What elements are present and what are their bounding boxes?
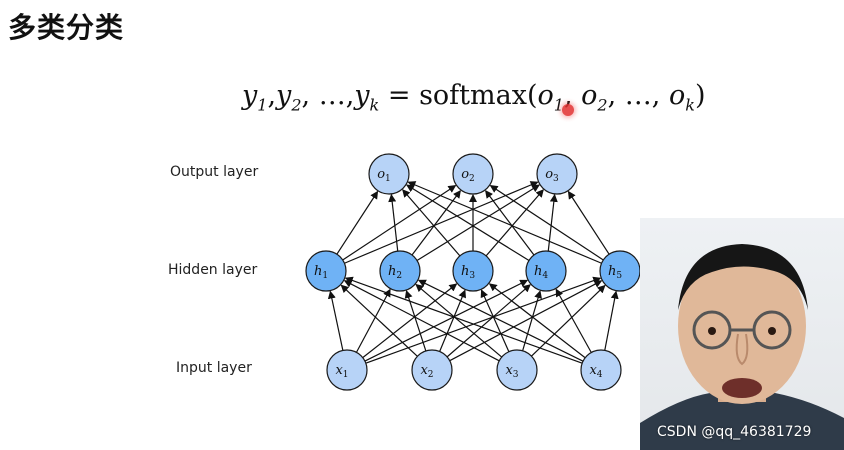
edge-x4-h1 <box>344 276 583 364</box>
output-node-circle <box>368 153 410 195</box>
edge-h3-o3 <box>485 189 544 257</box>
input-node-1: x1 <box>326 349 368 391</box>
edge-x2-h1 <box>340 284 418 357</box>
input-node-circle <box>580 349 622 391</box>
formula-o1: o1 <box>537 80 564 115</box>
edge-h2-o1 <box>388 193 399 252</box>
edge-h1-o2 <box>342 185 457 261</box>
edge-x4-h3 <box>488 283 586 359</box>
csdn-watermark: CSDN @qq_46381729 <box>657 424 812 440</box>
hidden-node-label: h2 <box>388 264 402 281</box>
formula-yk: yk <box>354 80 380 115</box>
edge-h1-o1 <box>336 190 379 255</box>
formula-y2: y2 <box>276 80 302 115</box>
hidden-node-circle <box>305 250 347 292</box>
hidden-node-5: h5 <box>599 250 641 292</box>
softmax-formula: y1,y2, …,yk = softmax(o1, o2, …, ok) <box>242 80 706 115</box>
edge-h5-o2 <box>489 185 604 261</box>
output-layer-label: Output layer <box>170 164 259 180</box>
input-node-2: x2 <box>411 349 453 391</box>
edges-group <box>327 181 619 364</box>
output-node-circle <box>452 153 494 195</box>
edge-x3-h5 <box>531 284 606 357</box>
hidden-node-circle <box>525 250 567 292</box>
nodes-group: o1 o2 o3 h1 h2 h3 h4 h5 x1 x2 x3 x4 <box>305 153 641 391</box>
formula-y1: y1 <box>242 80 268 115</box>
edge-x4-h4 <box>555 288 592 353</box>
edge-x1-h4 <box>364 279 529 362</box>
formula-o2: o2 <box>581 80 608 115</box>
edge-h2-o3 <box>416 184 540 261</box>
edge-h5-o1 <box>407 181 602 264</box>
input-node-label: x3 <box>505 363 518 380</box>
laser-pointer <box>562 104 574 116</box>
output-node-1: o1 <box>368 153 410 195</box>
hidden-node-2: h2 <box>379 250 421 292</box>
hidden-node-label: h4 <box>534 264 548 281</box>
output-node-2: o2 <box>452 153 494 195</box>
presenter-figure <box>640 244 844 450</box>
edge-x1-h3 <box>362 283 458 359</box>
output-node-circle <box>536 153 578 195</box>
edge-x1-h2 <box>355 288 391 353</box>
hidden-node-circle <box>379 250 421 292</box>
output-node-label: o1 <box>377 167 391 184</box>
hidden-node-label: h3 <box>461 264 475 281</box>
input-node-circle <box>411 349 453 391</box>
edge-h2-o2 <box>411 189 461 256</box>
input-node-label: x1 <box>335 363 348 380</box>
edge-x2-h4 <box>446 284 531 358</box>
hidden-node-label: h5 <box>608 264 622 281</box>
input-node-3: x3 <box>496 349 538 391</box>
edge-h4-o2 <box>485 189 535 256</box>
edge-h1-o3 <box>344 181 539 264</box>
edge-x3-h3 <box>480 289 510 352</box>
edge-x2-h3 <box>439 289 466 352</box>
hidden-node-3: h3 <box>452 250 494 292</box>
input-node-label: x4 <box>589 363 602 380</box>
hidden-node-1: h1 <box>305 250 347 292</box>
formula-function: softmax <box>419 80 527 111</box>
edge-x3-h1 <box>343 280 500 362</box>
presenter-video <box>640 218 844 450</box>
input-node-label: x2 <box>420 363 433 380</box>
formula-ok: ok <box>668 80 695 115</box>
hidden-node-4: h4 <box>525 250 567 292</box>
edge-x4-h2 <box>417 279 584 362</box>
edge-x2-h5 <box>449 280 603 362</box>
output-node-label: o2 <box>461 167 475 184</box>
page-title: 多类分类 <box>8 11 125 44</box>
edge-h5-o3 <box>567 190 610 255</box>
output-node-3: o3 <box>536 153 578 195</box>
edge-x3-h2 <box>415 283 503 358</box>
edge-x3-h4 <box>522 290 542 351</box>
edge-x1-h1 <box>327 290 344 351</box>
output-node-label: o3 <box>545 167 559 184</box>
input-node-4: x4 <box>580 349 622 391</box>
hidden-layer-label: Hidden layer <box>168 262 258 278</box>
hidden-node-label: h1 <box>314 264 328 281</box>
input-layer-label: Input layer <box>176 360 252 376</box>
input-node-circle <box>496 349 538 391</box>
input-node-circle <box>326 349 368 391</box>
edge-h4-o1 <box>406 184 530 261</box>
edge-x4-h5 <box>604 290 619 351</box>
hidden-node-circle <box>452 250 494 292</box>
edge-h3-o1 <box>402 189 461 257</box>
